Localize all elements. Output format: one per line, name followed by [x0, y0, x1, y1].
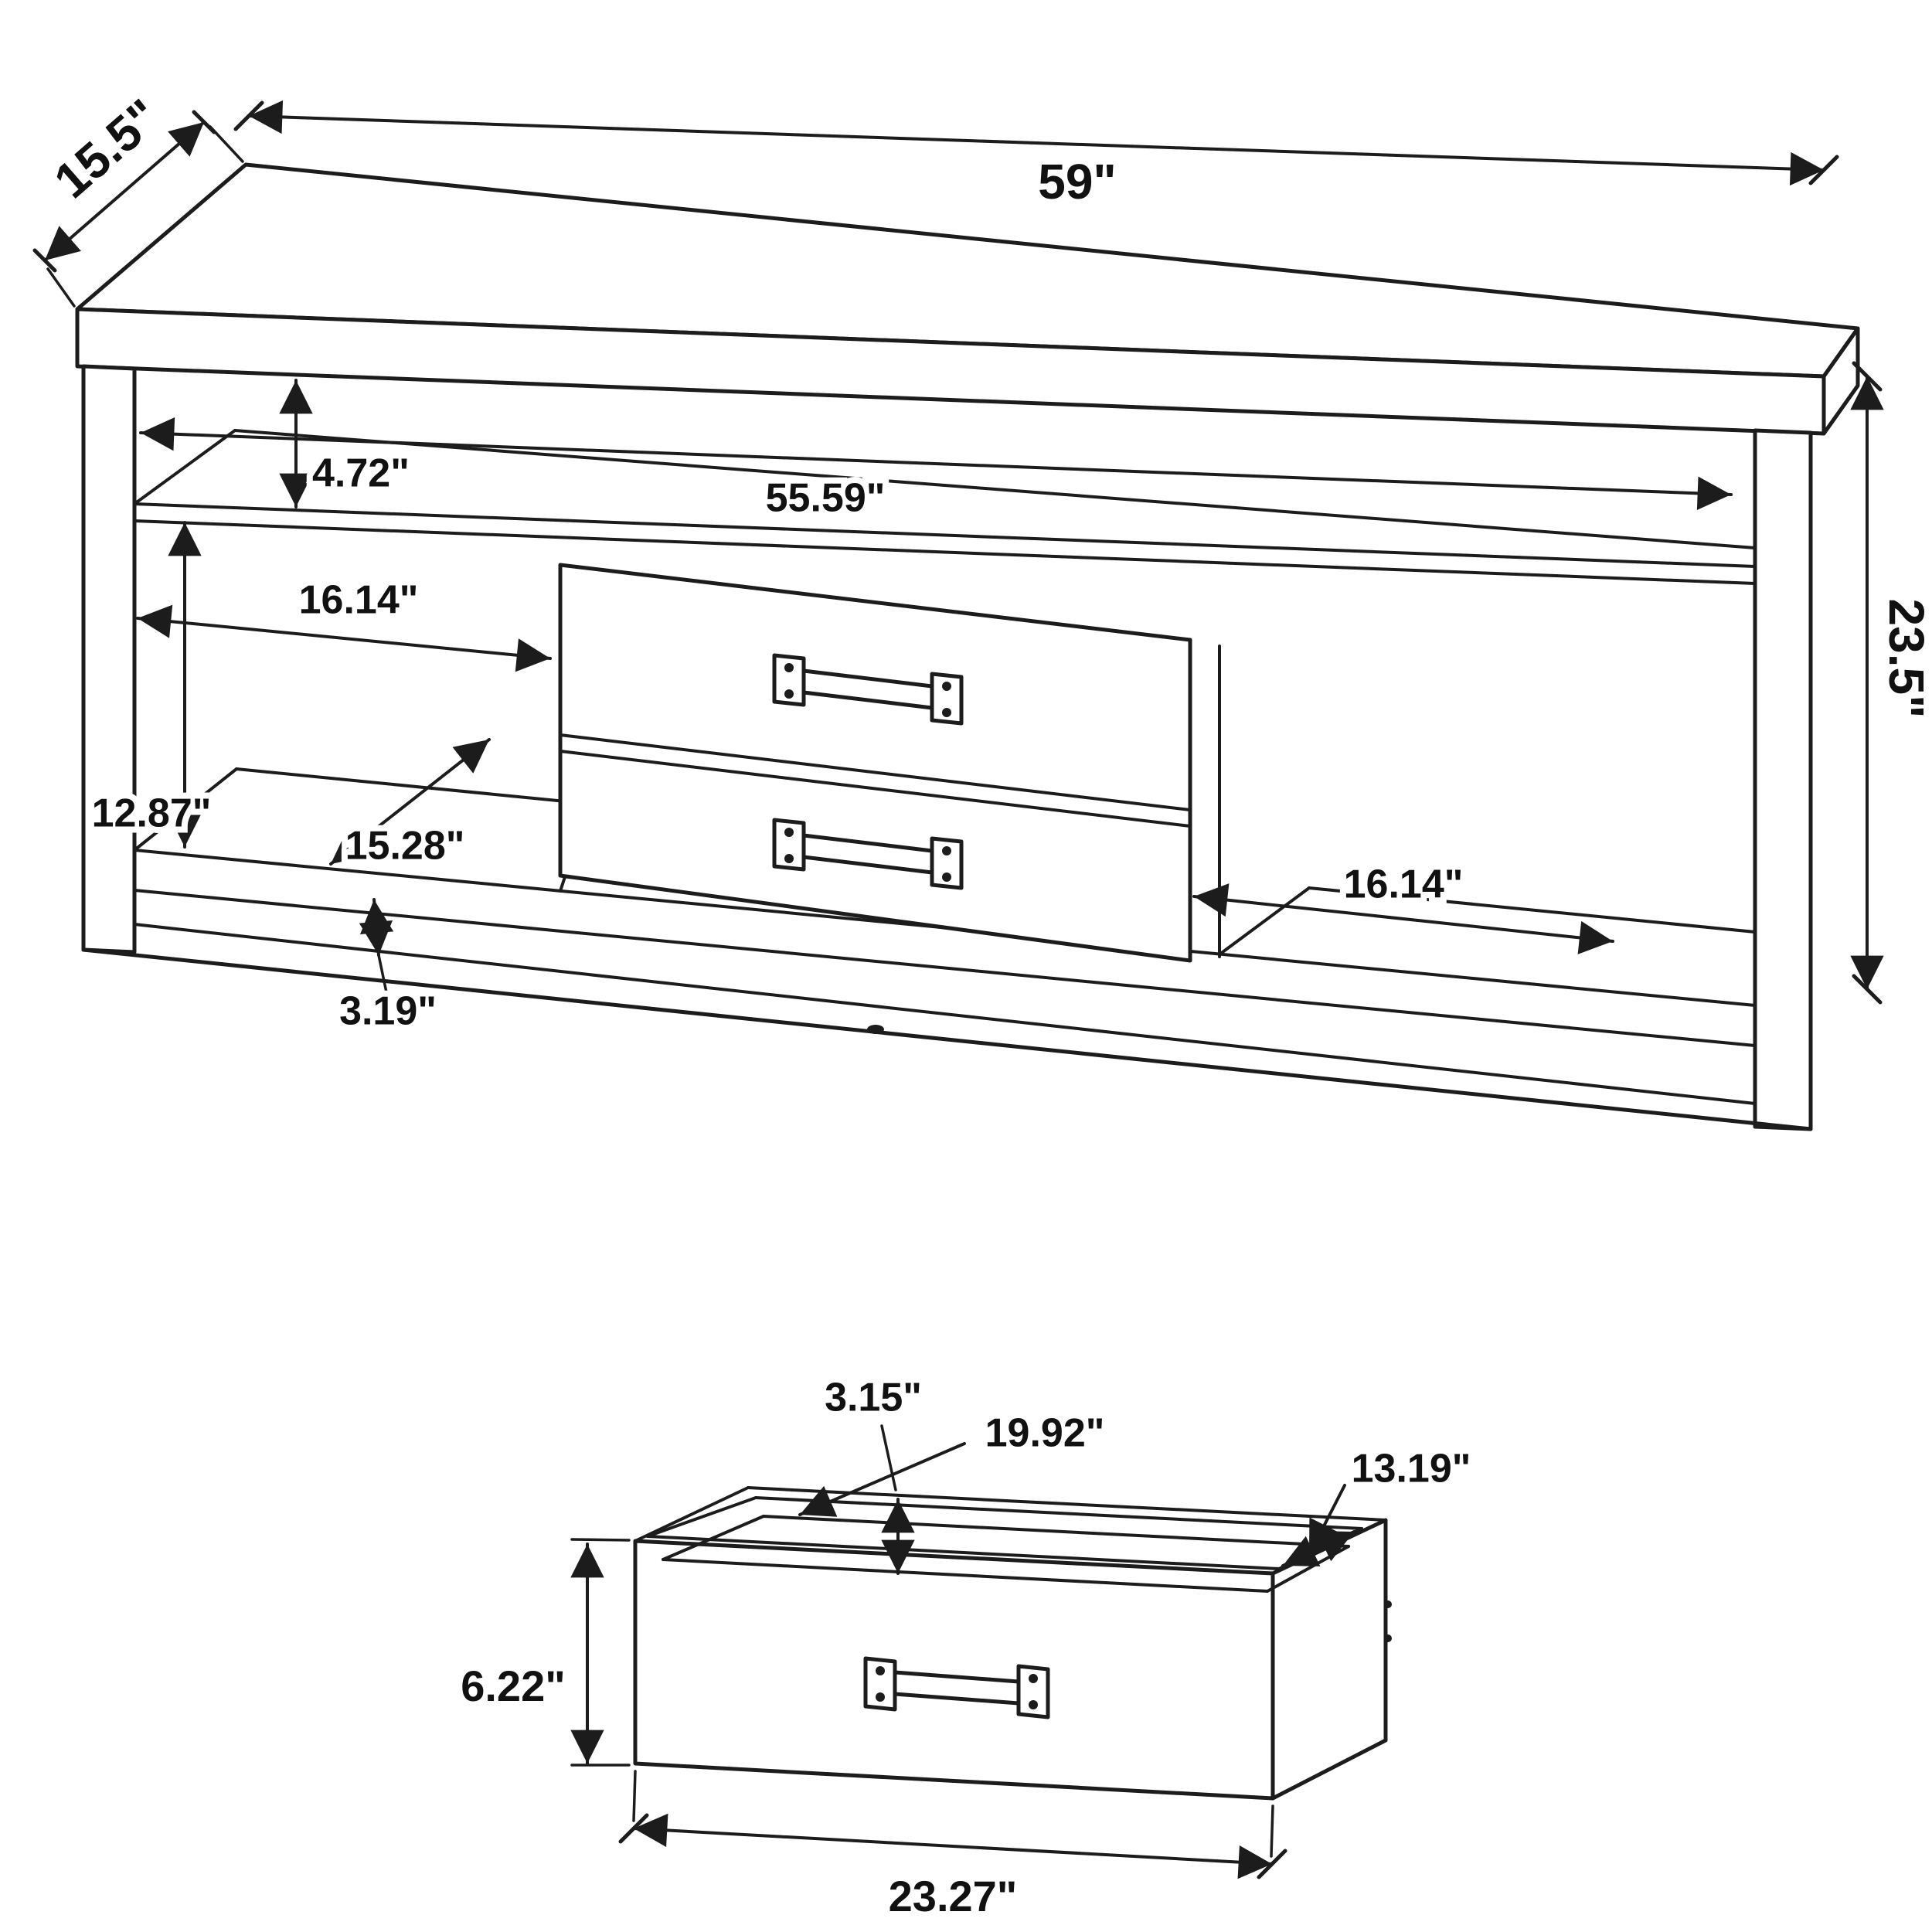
dim-label-overall-width: 59": [1038, 154, 1117, 209]
dim-drawer-interior-width-group: 19.92": [798, 1405, 1111, 1517]
drawer-side-screw: [1384, 1600, 1392, 1608]
handle-right-plate: [930, 836, 964, 890]
handle-right-plate: [1016, 1664, 1050, 1719]
dim-overall-height-group: 23.5": [1850, 361, 1932, 1005]
drawer1-handle: [772, 653, 964, 726]
shelf-back-edge: [233, 429, 1757, 549]
handle-right-plate: [930, 672, 964, 726]
dim-interior-width-group: 55.59": [139, 417, 1733, 527]
drawer-detail-view: 3.15" 19.92" 13.19" 6.22" 23.27": [454, 1369, 1477, 1927]
handle-screw: [1029, 1674, 1038, 1683]
dim-drawer-front-height-group: 6.22": [454, 1538, 631, 1767]
console-bottom-rail-top: [133, 923, 1757, 1105]
dim-label-left-height: 12.87": [92, 791, 212, 836]
dim-drawer-interior-height-group: 3.15": [818, 1369, 928, 1575]
drawer-floor-left-edge: [662, 1515, 765, 1561]
dim-label-opening-depth: 15.28": [345, 824, 465, 869]
handle-screw: [876, 1666, 885, 1675]
drawer-inner-front-rim: [646, 1535, 1281, 1570]
dim-overall-width-group: 59": [233, 100, 1839, 216]
handle-screw: [784, 854, 794, 863]
dim-label-interior-width: 55.59": [766, 476, 886, 521]
dim-label-drawer-interior-width: 19.92": [985, 1411, 1105, 1456]
drawer-floor-back-edge: [762, 1515, 1350, 1548]
handle-screw: [942, 708, 951, 717]
handle-screw: [876, 1692, 885, 1702]
dim-label-base-clearance: 3.19": [339, 989, 437, 1034]
handle-screw: [942, 872, 951, 882]
dim-label-drawer-front-width: 23.27": [889, 1872, 1018, 1920]
right-floor-left-corner: [1218, 886, 1311, 956]
drawer-front-panel: [633, 1539, 1275, 1801]
handle-screw: [942, 846, 951, 855]
console-front-view: 15.5" 59" 4.72" 55.59" 16.14" 12.87" 15.…: [32, 82, 1932, 1131]
dim-drawer-front-width-group: 23.27": [618, 1770, 1287, 1927]
handle-left-plate: [863, 1656, 897, 1712]
console-right-post: [1753, 428, 1813, 1131]
dim-right-width-group: 16.14": [1192, 856, 1614, 954]
dim-opening-depth-group: 15.28": [329, 738, 491, 875]
dim-label-depth: 15.5": [44, 88, 171, 209]
drawer-inner-back-rim: [754, 1496, 1363, 1530]
dim-label-drawer-interior-depth: 13.19": [1352, 1447, 1471, 1492]
dim-left-width-group: 16.14": [136, 572, 552, 672]
drawer-back-rim: [747, 1486, 1387, 1522]
dim-base-clearance-group: 3.19": [333, 898, 443, 1040]
handle-screw: [942, 682, 951, 691]
drawer-divide-top: [559, 733, 1192, 811]
shelf-left-corner-edge: [133, 429, 236, 505]
dim-drawer-interior-depth-group: 13.19": [1281, 1440, 1477, 1567]
drawer-detail-handle: [863, 1656, 1050, 1719]
shelf-front-top-edge: [133, 502, 1757, 568]
dim-label-drawer-interior-height: 3.15": [825, 1376, 922, 1420]
handle-screw: [784, 828, 794, 837]
console-center-foot: [867, 1025, 884, 1034]
console-bottom-edge: [81, 947, 1813, 1131]
drawer-left-rim: [634, 1486, 750, 1543]
drawer-stack-front: [558, 563, 1192, 963]
drawer-floor-front-edge: [662, 1558, 1269, 1593]
console-left-post: [81, 364, 137, 954]
dim-label-shelf-height: 4.72": [312, 451, 410, 496]
base-bottom-edge: [133, 889, 1757, 1047]
handle-screw: [784, 689, 794, 699]
handle-left-plate: [772, 818, 806, 872]
dim-left-height-group: 12.87": [86, 521, 217, 849]
drawer-side-screw: [1384, 1634, 1392, 1642]
handle-left-plate: [772, 653, 806, 707]
handle-screw: [1029, 1700, 1038, 1709]
drawer-divide-bottom: [559, 750, 1192, 828]
shelf-front-bottom-edge: [133, 519, 1757, 585]
drawer-inner-left-rim: [646, 1496, 757, 1538]
dim-label-overall-height: 23.5": [1879, 599, 1932, 719]
handle-screw: [784, 663, 794, 672]
drawer2-handle: [772, 818, 964, 890]
dim-label-right-width: 16.14": [1344, 862, 1464, 907]
dim-label-drawer-front-height: 6.22": [461, 1662, 566, 1710]
dim-label-left-width: 16.14": [299, 578, 419, 623]
